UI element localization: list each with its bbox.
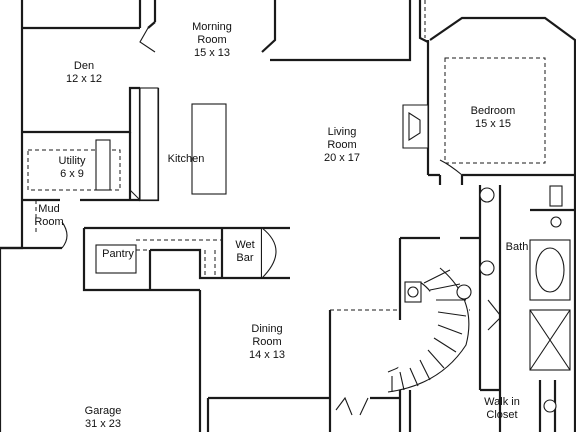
- room-name: Morning Room: [192, 21, 232, 46]
- room-label-morning-room: Morning Room 15 x 13: [192, 21, 232, 60]
- room-size: 20 x 17: [323, 152, 361, 164]
- room-label-walk-in-closet: Walk in Closet: [484, 396, 520, 422]
- room-size: 31 x 23: [84, 418, 122, 430]
- kitchen-island: [191, 103, 227, 195]
- room-label-kitchen: Kitchen: [168, 153, 205, 166]
- room-name: Bath: [505, 241, 529, 253]
- doors: [61, 27, 501, 416]
- room-name: Bedroom: [470, 105, 516, 117]
- room-name: Kitchen: [167, 153, 205, 165]
- room-size: 6 x 9: [60, 168, 84, 180]
- room-name: Mud Room: [34, 203, 64, 228]
- room-name: Pantry: [102, 248, 134, 260]
- room-label-den: Den 12 x 12: [66, 60, 102, 86]
- room-label-bedroom: Bedroom 15 x 15: [471, 105, 516, 131]
- room-name: Garage: [84, 405, 122, 417]
- room-label-pantry: Pantry: [102, 248, 134, 261]
- room-label-bath: Bath: [506, 241, 529, 254]
- utility-appliance: [95, 139, 111, 191]
- wet-bar-counter: [261, 227, 277, 279]
- room-label-living-room: Living Room 20 x 17: [324, 126, 360, 165]
- room-label-wet-bar: Wet Bar: [235, 239, 254, 265]
- room-label-garage: Garage 31 x 23: [85, 405, 122, 431]
- room-name: Wet Bar: [235, 239, 255, 264]
- room-name: Utility: [58, 155, 86, 167]
- room-label-utility: Utility 6 x 9: [59, 155, 86, 181]
- room-name: Den: [73, 60, 95, 72]
- room-size: 15 x 13: [193, 47, 231, 59]
- pantry-shelf: [95, 244, 137, 274]
- spiral-staircase: [387, 267, 470, 393]
- room-name: Living Room: [327, 126, 357, 151]
- room-label-mud-room: Mud Room: [34, 203, 63, 229]
- fireplace: [402, 104, 429, 149]
- kitchen-counter: [139, 87, 159, 201]
- room-label-dining-room: Dining Room 14 x 13: [249, 323, 285, 362]
- room-size: 12 x 12: [65, 73, 103, 85]
- room-size: 14 x 13: [248, 349, 286, 361]
- room-name: Walk in Closet: [484, 396, 520, 421]
- room-size: 15 x 15: [474, 118, 512, 130]
- room-name: Dining Room: [251, 323, 283, 348]
- bath-fixtures: [404, 185, 571, 413]
